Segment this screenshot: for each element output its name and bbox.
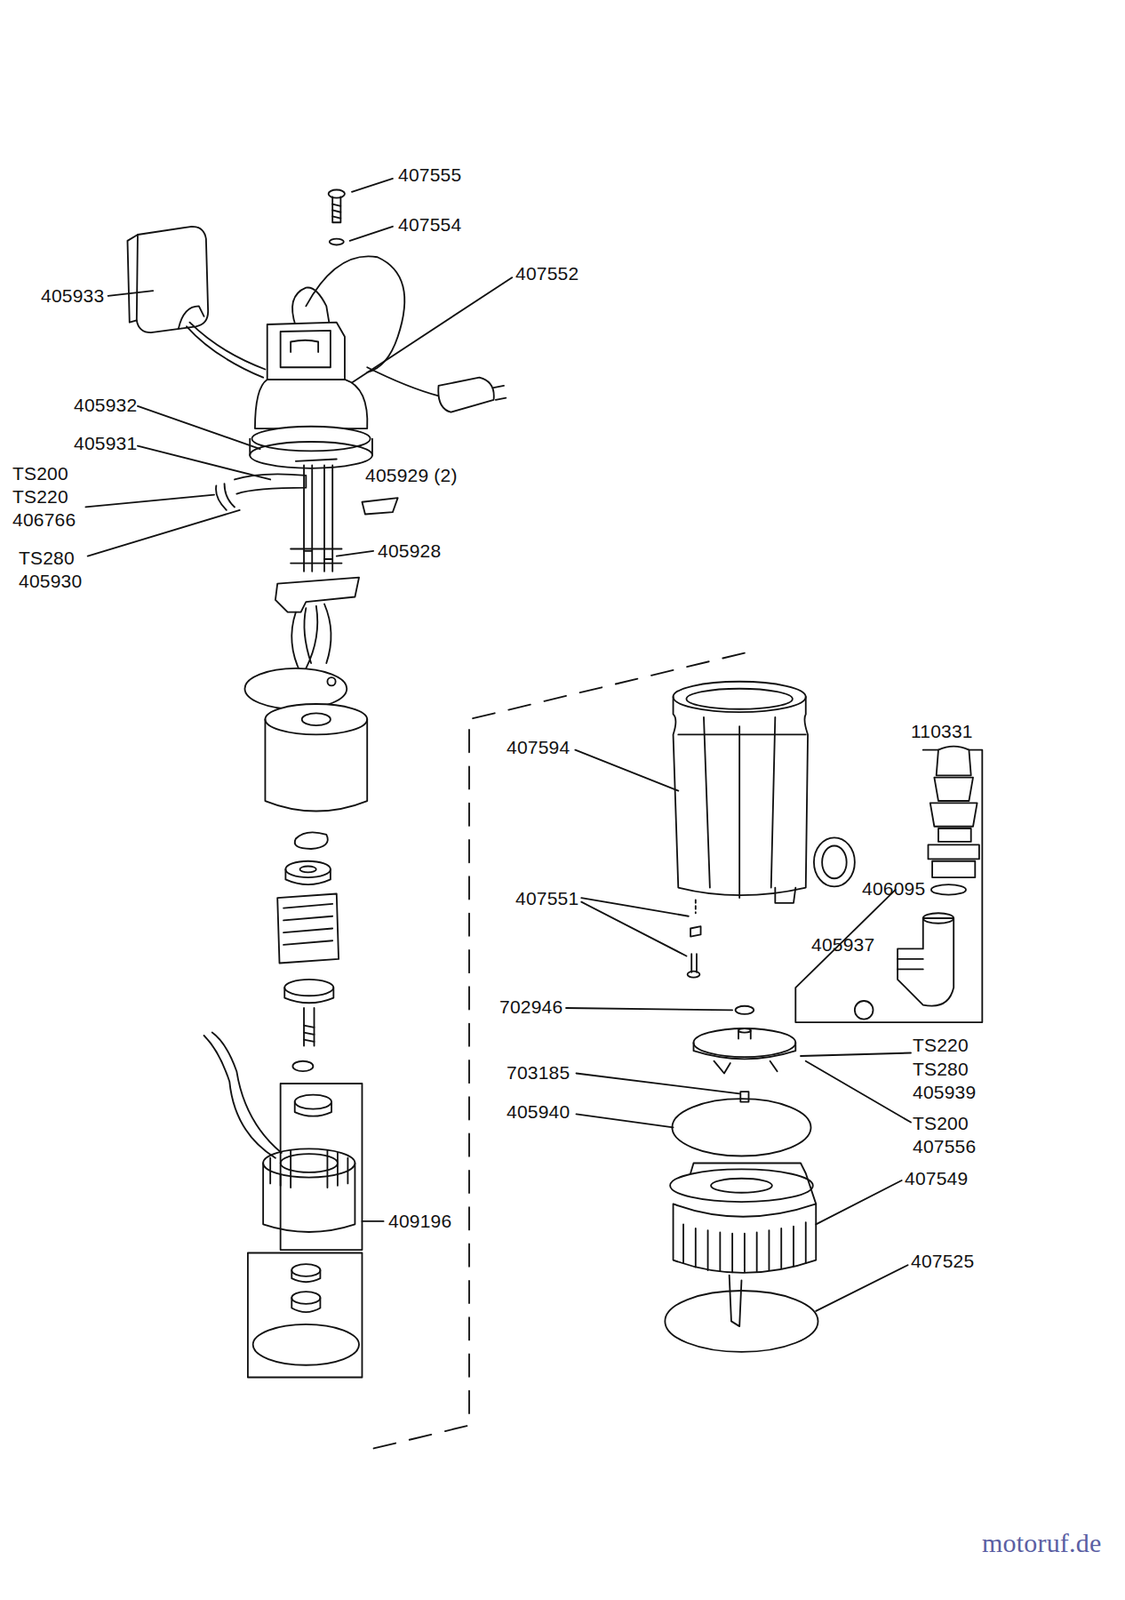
callout-number: 407551 [515,887,579,910]
callout-number: 407594 [506,736,570,758]
callout-number: 407525 [910,1250,974,1272]
callout-number: 405931 [73,432,137,455]
callout-number: 405940 [506,1101,570,1123]
callout-number: TS280 [18,547,75,569]
callout-number: 405932 [73,394,137,416]
callout-number: 406095 [861,877,926,900]
callout-number: 407556 [912,1135,976,1157]
callout-number: 407555 [398,164,462,186]
callout-number: TS220 [912,1034,969,1056]
callout-number: TS220 [12,486,69,508]
callout-number: 405937 [811,933,875,956]
callout-number: TS200 [912,1112,969,1134]
callout-number: 405930 [18,570,82,592]
callout-number: TS200 [12,462,69,485]
callout-number: TS280 [912,1058,969,1080]
watermark: motoruf.de [981,1531,1102,1554]
callout-number: 405929 (2) [365,464,458,487]
callout-number: 405939 [912,1081,976,1103]
callout-number: 703185 [506,1061,570,1084]
callout-number: 405928 [377,540,441,562]
callout-number: 110331 [910,720,974,743]
callout-number: 405933 [40,285,104,307]
callout-number: 702946 [499,996,563,1018]
callout-number: 407552 [515,263,579,285]
callout-number: 407554 [398,214,462,236]
callout-number: 409196 [388,1210,452,1232]
callout-number: 406766 [12,509,76,531]
callout-number: 407549 [904,1167,968,1189]
